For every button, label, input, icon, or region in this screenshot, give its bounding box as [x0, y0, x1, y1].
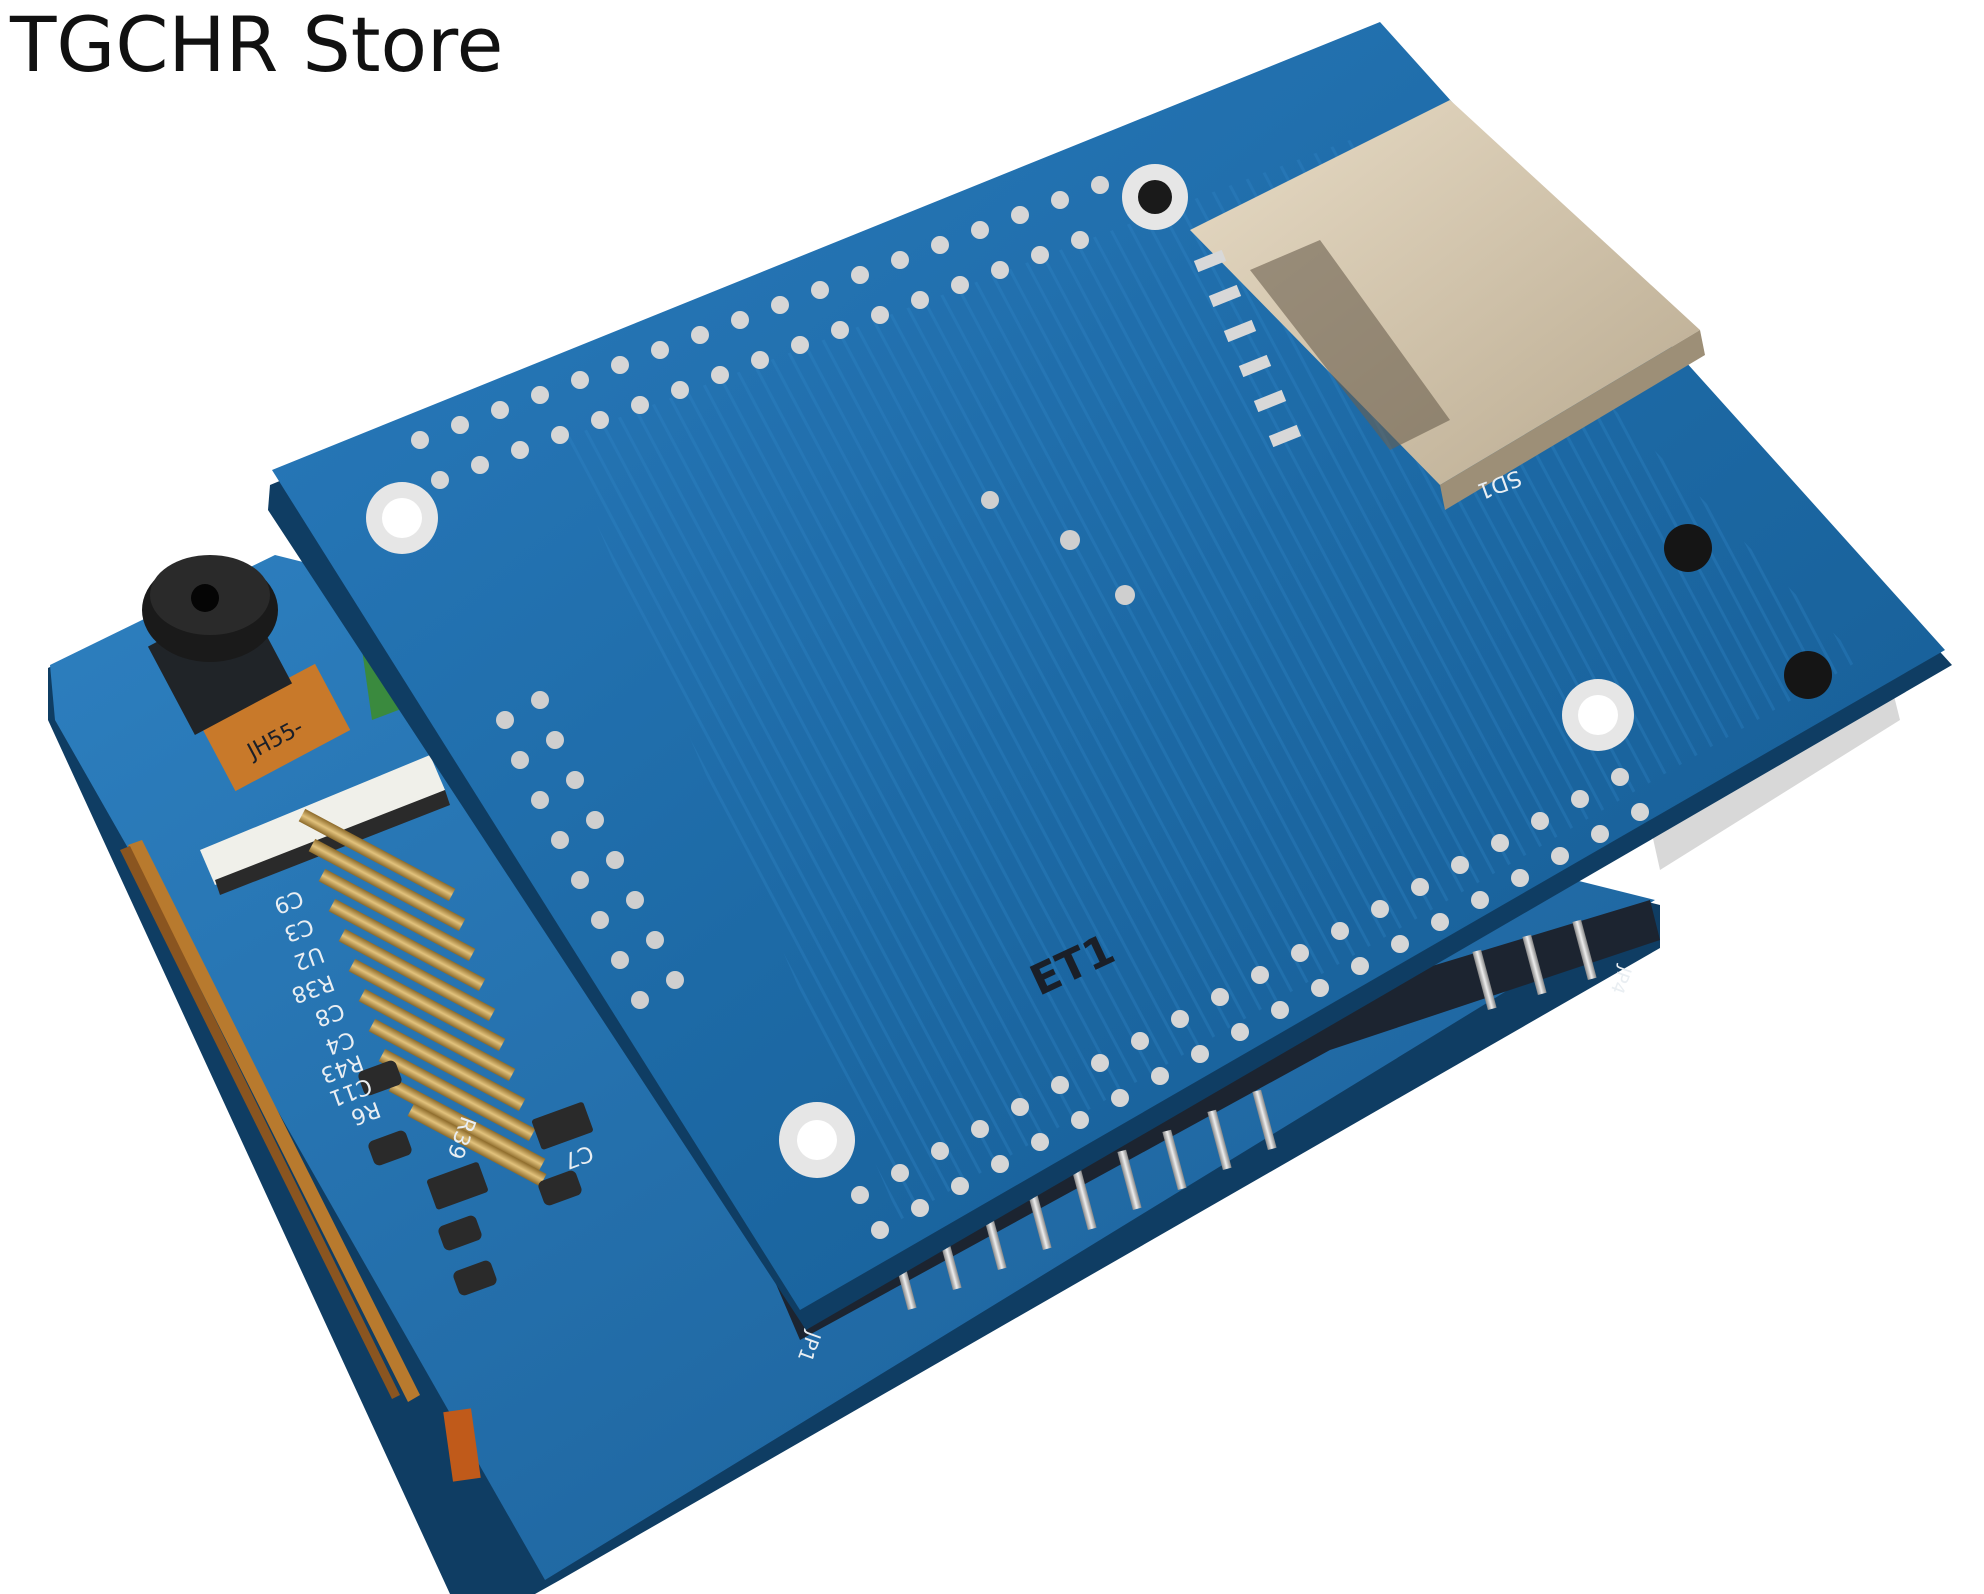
gold-pin-header [298, 808, 547, 1187]
top-board: SD1 ET1 [268, 22, 1952, 1330]
lower-pin-header [770, 900, 1660, 1340]
mounting-holes [366, 164, 1634, 1178]
header-pads-bottom [851, 768, 1649, 1239]
center-pads [496, 491, 1135, 1009]
sd-card-slot: SD1 [1190, 100, 1705, 510]
button-2 [1784, 651, 1832, 699]
store-name: TGCHR Store [10, 0, 504, 89]
button-1 [1664, 524, 1712, 572]
camera-module: JH55- [142, 555, 351, 792]
header-pads-top [411, 176, 1109, 489]
